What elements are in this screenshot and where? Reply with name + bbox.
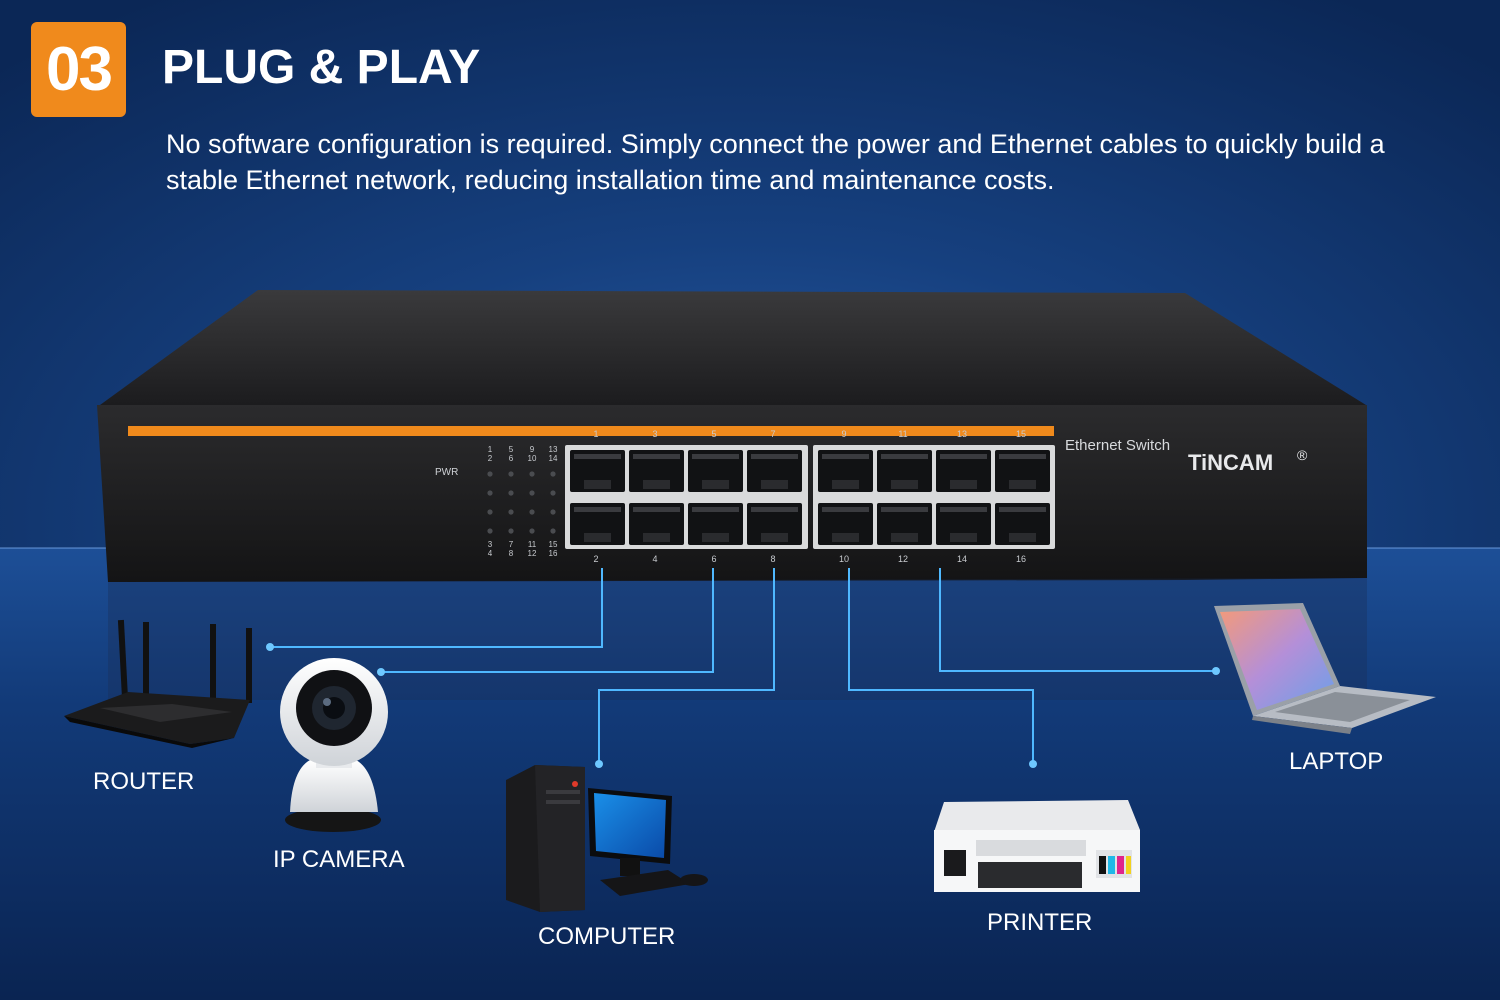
led-label: 3 [488,540,493,549]
port-number: 16 [1016,554,1026,564]
orange-accent-strip [128,426,1054,436]
brand-registered-mark: ® [1297,447,1308,463]
router-icon [64,619,252,748]
ethernet-port [818,503,873,545]
computer-icon [506,765,708,912]
camera-connection [381,568,714,673]
ethernet-port [629,450,684,492]
product-label: Ethernet Switch [1065,437,1170,454]
ethernet-port [688,450,743,492]
status-led [529,509,535,515]
port-number: 7 [770,429,775,439]
printer-label: PRINTER [987,909,1092,936]
ethernet-port [688,503,743,545]
ethernet-port [747,450,802,492]
led-label: 12 [528,549,537,558]
ethernet-port [877,450,932,492]
led-label: 5 [509,445,514,454]
led-label: 9 [530,445,535,454]
led-label: 11 [528,540,537,549]
ethernet-port [570,503,625,545]
port-number: 5 [711,429,716,439]
status-led [529,471,535,477]
status-led [487,490,493,496]
port-number: 2 [593,554,598,564]
led-label: 1 [488,445,493,454]
status-led [487,509,493,515]
laptop-label: LAPTOP [1289,748,1383,775]
status-led [550,471,556,477]
led-label: 8 [509,549,514,558]
status-led [550,490,556,496]
router-label: ROUTER [93,768,194,795]
router-connection [270,568,603,648]
status-led [529,490,535,496]
port-number: 15 [1016,429,1026,439]
port-block-right [813,445,1055,549]
feature-description: No software configuration is required. S… [166,129,1385,195]
computer-label: COMPUTER [538,923,675,950]
status-led [529,528,535,534]
port-number: 11 [898,429,907,439]
port-number: 12 [898,554,908,564]
status-led [487,528,493,534]
ethernet-port [570,450,625,492]
port-number: 10 [839,554,849,564]
ethernet-port [818,450,873,492]
ethernet-port [877,503,932,545]
ethernet-port [747,503,802,545]
status-led [508,509,514,515]
led-label: 14 [549,454,558,463]
led-label: 7 [509,540,514,549]
status-led [550,509,556,515]
ethernet-port [936,450,991,492]
printer-icon [934,800,1140,892]
status-led [550,528,556,534]
port-number: 14 [957,554,967,564]
led-label: 16 [549,549,558,558]
port-number: 4 [652,554,657,564]
connection-lines [270,568,1216,764]
page-title: PLUG & PLAY [162,41,481,94]
ethernet-port [995,450,1050,492]
led-label: 4 [488,549,493,558]
computer-connection [598,568,775,764]
laptop-connection [939,568,1216,672]
port-number: 6 [711,554,716,564]
printer-connection [848,568,1034,764]
status-led [508,490,514,496]
port-number: 3 [652,429,657,439]
brand-logo: TiNCAM [1188,450,1273,475]
ip-camera-label: IP CAMERA [273,846,405,873]
ethernet-port [995,503,1050,545]
status-led [487,471,493,477]
port-number: 9 [841,429,846,439]
port-number: 13 [957,429,967,439]
ip-camera-icon [280,658,388,832]
status-led [508,528,514,534]
port-number: 8 [770,554,775,564]
pwr-label: PWR [435,467,458,478]
laptop-icon [1214,603,1436,734]
led-label: 6 [509,454,514,463]
status-led [508,471,514,477]
connection-endpoints [266,643,1220,768]
ethernet-port [936,503,991,545]
ethernet-port [629,503,684,545]
led-label: 2 [488,454,493,463]
led-label: 10 [528,454,537,463]
port-number: 1 [593,429,598,439]
led-label: 13 [549,445,558,454]
step-badge: 03 [31,22,126,117]
led-label: 15 [549,540,558,549]
